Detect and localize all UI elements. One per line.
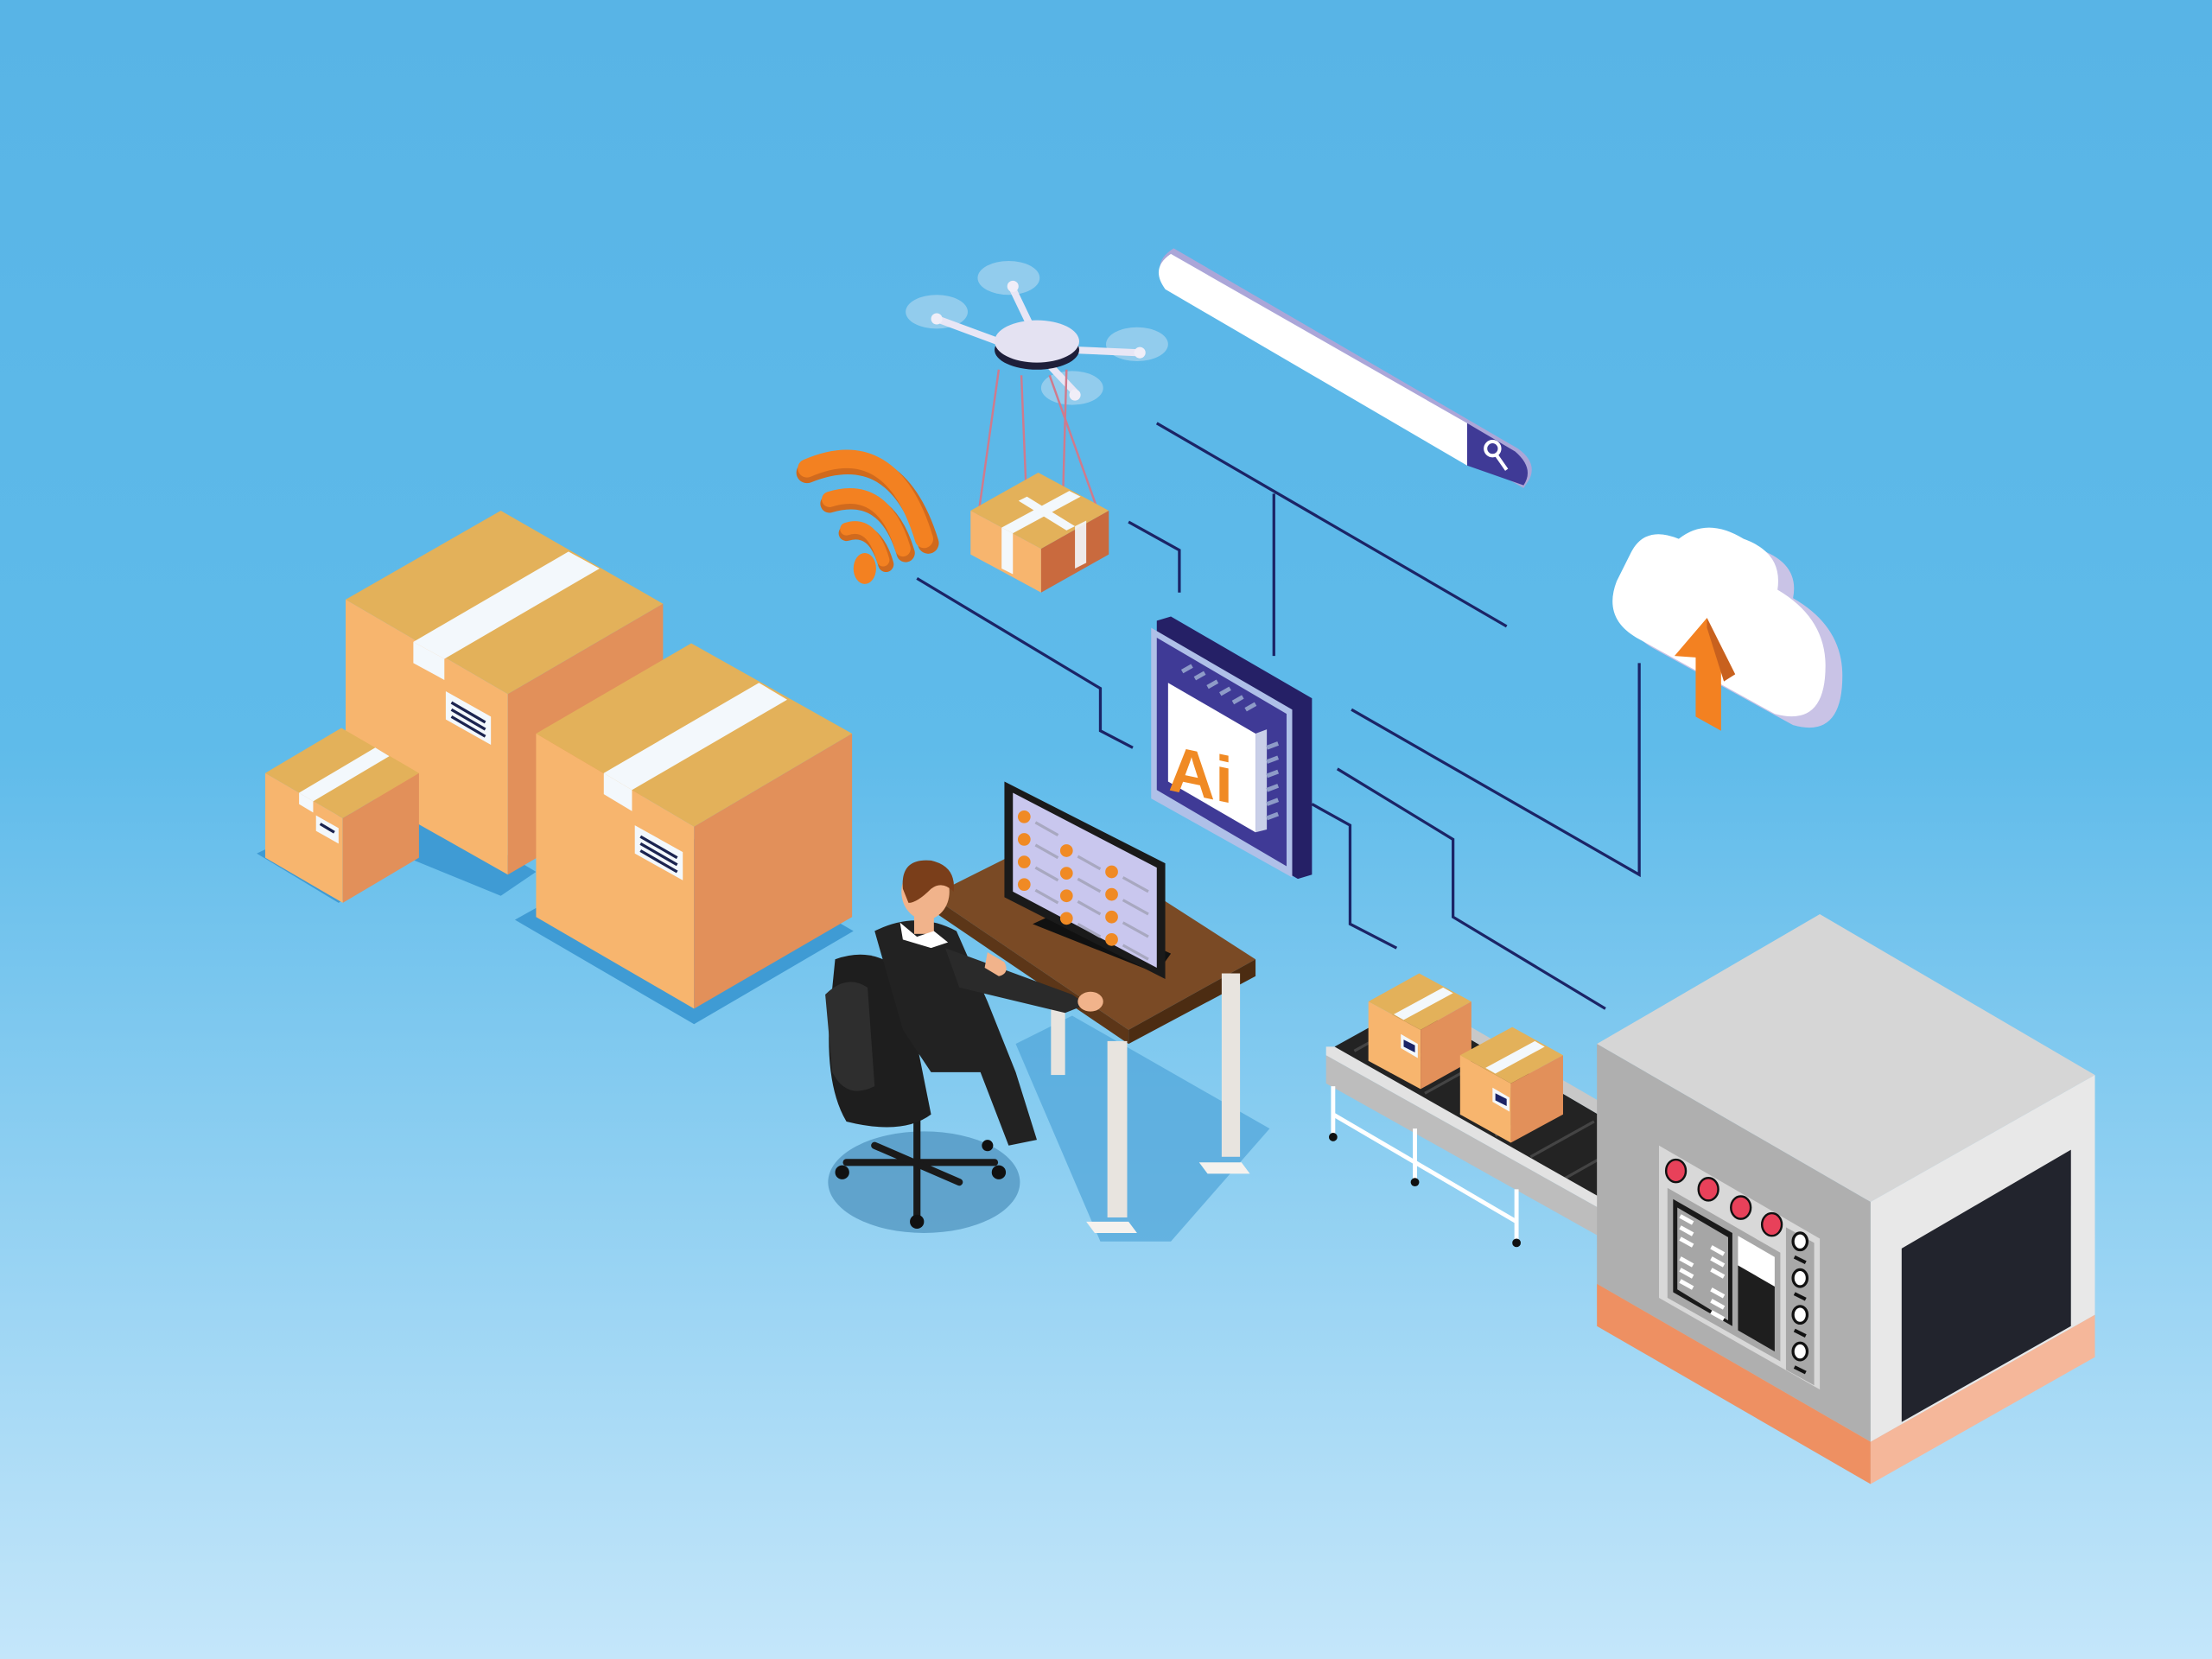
monitor-screen: [1013, 792, 1157, 968]
ai-chip-label: Ai: [1168, 732, 1233, 818]
search-icon: [1484, 439, 1509, 471]
drone-icon: [906, 261, 1168, 579]
machine-opening: [1901, 1149, 2071, 1422]
person-at-desk: [825, 860, 1103, 1230]
checklist: [1017, 810, 1149, 961]
packaging-machine: [1597, 913, 2095, 1484]
stacked-boxes: [257, 511, 854, 1025]
drone-parcel: [970, 472, 1109, 593]
large-box-front: [536, 643, 853, 1009]
circuit-lines: [916, 422, 1641, 1010]
wifi-icon: [796, 449, 939, 584]
small-box: [264, 728, 419, 903]
chair-shadow: [828, 1131, 1020, 1233]
ai-chip: Ai: [1151, 616, 1313, 880]
desk-shadow: [1015, 1015, 1270, 1242]
red-buttons[interactable]: [1664, 1158, 1783, 1237]
control-knobs[interactable]: [1791, 1231, 1809, 1362]
monitor: [1004, 781, 1172, 980]
search-bar[interactable]: [1158, 248, 1532, 488]
cloud-upload-icon: [1612, 527, 1843, 731]
control-panel: [1659, 1145, 1821, 1390]
search-input[interactable]: [1158, 253, 1467, 466]
conveyor-box-1: [1368, 973, 1471, 1090]
conveyor-box-2: [1459, 1027, 1563, 1143]
